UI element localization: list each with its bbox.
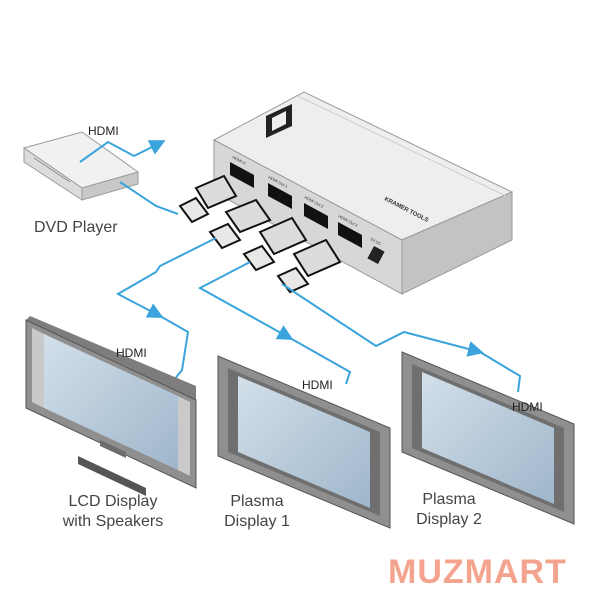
power-label: 5V DC bbox=[370, 236, 383, 246]
power-port[interactable]: 5V DC bbox=[367, 236, 385, 264]
plasma2-label-line2: Display 2 bbox=[416, 511, 482, 528]
hdmi-label-lcd: HDMI bbox=[116, 346, 147, 360]
cable-out3-to-plasma2 bbox=[281, 283, 484, 357]
cable-lcd-drop bbox=[159, 315, 190, 381]
hdmi-plug-in bbox=[178, 174, 238, 224]
plasma-display-1-icon bbox=[217, 355, 391, 529]
device-ports: HDMI In HDMI Out 1 HDMI Out 2 HDMI Out 3… bbox=[230, 154, 385, 264]
cable-out1-to-lcd bbox=[115, 237, 217, 318]
hdmi-plug-out-2 bbox=[242, 216, 308, 272]
lcd-display-label: LCD Display with Speakers bbox=[48, 492, 178, 532]
lcd-label-line1: LCD Display bbox=[68, 493, 158, 510]
dvd-player-label: DVD Player bbox=[34, 219, 118, 236]
plasma-display-1-label: Plasma Display 1 bbox=[212, 492, 302, 532]
cable-dvd-return bbox=[119, 181, 179, 215]
plasma1-label-line2: Display 1 bbox=[224, 513, 290, 530]
lcd-display-icon bbox=[25, 316, 197, 496]
plasma1-label-line1: Plasma bbox=[230, 493, 284, 510]
hdmi-label-dvd: HDMI bbox=[88, 124, 119, 138]
kramer-logo-icon bbox=[266, 104, 292, 138]
cable-plasma1-drop bbox=[289, 337, 352, 385]
cable-dvd-to-input bbox=[79, 140, 166, 163]
lcd-label-line2: with Speakers bbox=[62, 513, 164, 530]
plasma-display-2-icon bbox=[401, 351, 575, 525]
port-hdmi-in[interactable]: HDMI In bbox=[230, 154, 254, 188]
port-label: HDMI In bbox=[232, 154, 247, 165]
muzmart-watermark: MUZMART bbox=[388, 553, 567, 591]
dvd-player-icon bbox=[22, 131, 140, 201]
hdmi-label-plasma2: HDMI bbox=[512, 400, 543, 414]
cable-plasma2-drop bbox=[479, 351, 522, 393]
cables bbox=[79, 140, 522, 393]
plasma2-label-line1: Plasma bbox=[422, 491, 476, 508]
cable-out2-to-plasma1 bbox=[197, 261, 294, 340]
hdmi-plug-out-1 bbox=[208, 198, 272, 250]
hdmi-label-plasma1: HDMI bbox=[302, 378, 333, 392]
plasma-display-2-label: Plasma Display 2 bbox=[404, 490, 494, 530]
